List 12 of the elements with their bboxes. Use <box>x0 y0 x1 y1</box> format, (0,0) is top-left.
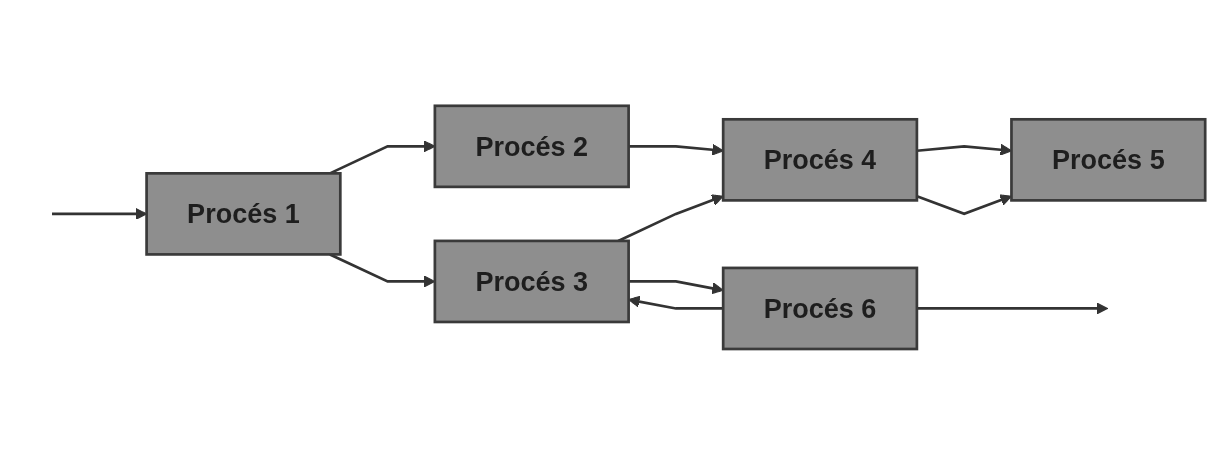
node-box: Procés 3 <box>433 239 630 323</box>
node-box: Procés 5 <box>1010 117 1207 202</box>
arrow <box>628 143 724 156</box>
node-box: Procés 1 <box>145 171 342 256</box>
node-box: Procés 4 <box>721 117 919 202</box>
node-box: Procés 2 <box>433 104 630 188</box>
arrow <box>628 295 724 310</box>
node-box: Procés 6 <box>721 266 919 350</box>
arrow <box>628 279 724 294</box>
arrow <box>916 193 1012 215</box>
arrow <box>916 143 1012 156</box>
arrow <box>916 302 1109 314</box>
